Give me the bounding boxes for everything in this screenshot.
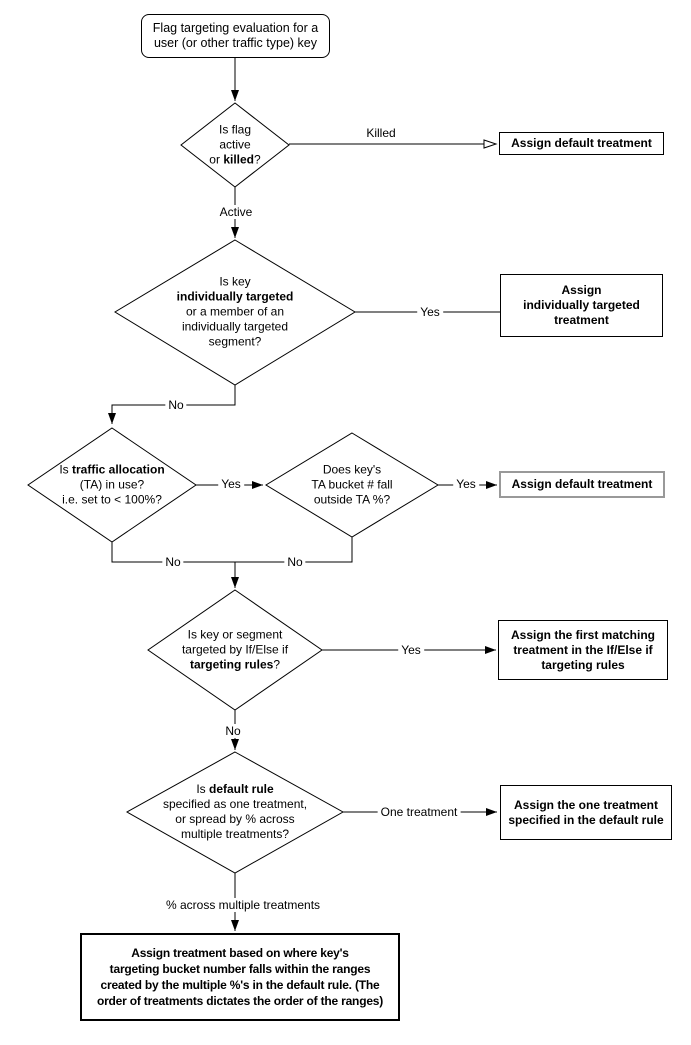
assign-one-treatment-label: Assign the one treatment specified in th… <box>508 797 664 827</box>
decision-ta-bucket-diamond <box>265 432 439 538</box>
edge-label-active: Active <box>216 205 256 219</box>
start-node: Flag targeting evaluation for a user (or… <box>141 14 330 58</box>
decision-flag-status-diamond <box>180 102 290 188</box>
decision-individually-targeted-label: Is key individually targeted or a member… <box>176 274 294 349</box>
assign-default-treatment-mid-label: Assign default treatment <box>511 477 653 491</box>
edge-label-yes-bucket: Yes <box>453 477 479 491</box>
assign-treatment-by-ranges-label: Assign treatment based on where key's ta… <box>96 946 384 1008</box>
decision-targeting-rules-label: Is key or segment targeted by If/Else if… <box>181 627 289 672</box>
edge-label-yes-ta: Yes <box>218 477 244 491</box>
assign-first-matching-treatment-box: Assign the first matching treatment in t… <box>498 620 668 680</box>
decision-traffic-allocation-label: Is traffic allocation (TA) in use? i.e. … <box>59 462 165 507</box>
assign-one-treatment-box: Assign the one treatment specified in th… <box>500 785 672 840</box>
edge-label-killed: Killed <box>363 126 399 140</box>
edge-label-no-ta: No <box>162 555 184 569</box>
edge-label-no-rules: No <box>222 724 244 738</box>
assign-default-treatment-mid-box: Assign default treatment <box>499 471 665 498</box>
decision-targeting-rules-diamond <box>147 589 323 711</box>
start-node-label: Flag targeting evaluation for a user (or… <box>152 21 319 50</box>
decision-flag-status-label: Is flag active or killed? <box>209 122 261 167</box>
decision-default-rule-label: Is default rule specified as one treatme… <box>162 782 308 841</box>
decision-ta-bucket-label: Does key's TA bucket # fall outside TA %… <box>311 462 393 507</box>
edge-label-no-individual: No <box>165 398 187 412</box>
edge-no-ta-merge <box>111 542 235 563</box>
assign-treatment-by-ranges-box: Assign treatment based on where key's ta… <box>80 933 400 1021</box>
assign-default-treatment-top-label: Assign default treatment <box>511 136 652 150</box>
edge-no-bucket-merge <box>235 537 353 563</box>
edge-label-yes-rules: Yes <box>398 643 424 657</box>
decision-individually-targeted-diamond <box>114 239 356 386</box>
edge-label-yes-individual: Yes <box>417 305 443 319</box>
assign-default-treatment-top-box: Assign default treatment <box>499 132 664 155</box>
assign-first-matching-treatment-label: Assign the first matching treatment in t… <box>510 627 656 672</box>
edge-label-one-treatment: One treatment <box>377 805 461 819</box>
assign-individually-targeted-label: Assign individually targeted treatment <box>523 283 640 327</box>
decision-default-rule-diamond <box>125 751 345 874</box>
edge-label-no-bucket: No <box>284 555 306 569</box>
edge-label-pct-multiple: % across multiple treatments <box>162 898 324 912</box>
decision-traffic-allocation-diamond <box>27 427 197 543</box>
assign-individually-targeted-box: Assign individually targeted treatment <box>500 274 663 337</box>
